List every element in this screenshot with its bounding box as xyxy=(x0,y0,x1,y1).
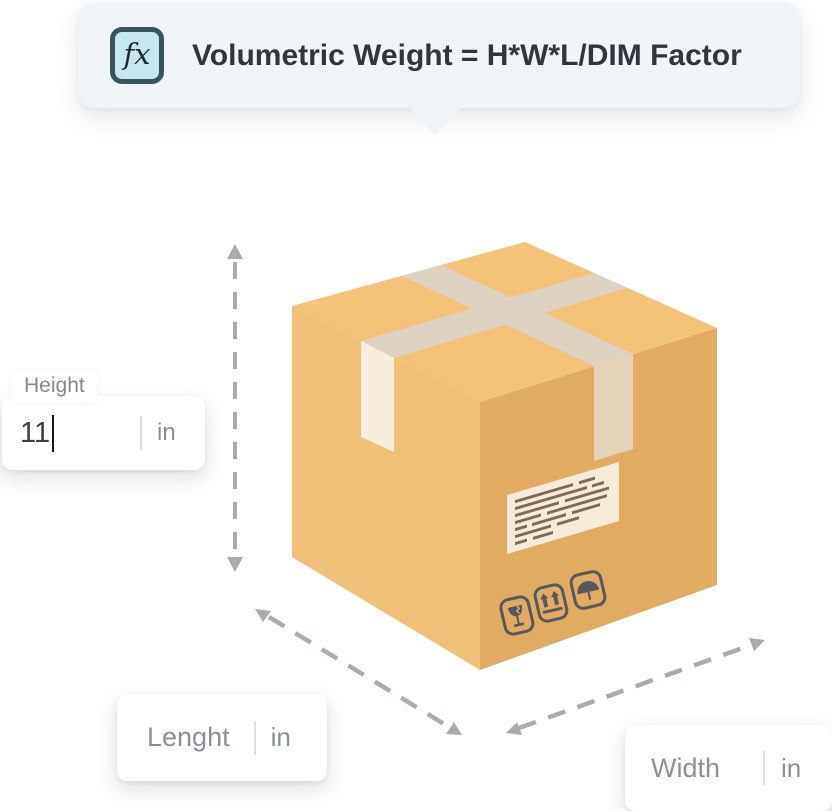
handling-icons xyxy=(499,570,607,636)
width-placeholder: Width xyxy=(651,752,721,783)
length-card-divider xyxy=(253,720,256,755)
length-unit: in xyxy=(270,722,291,752)
length-arrow xyxy=(255,609,462,735)
this-side-up-icon xyxy=(533,583,569,623)
height-card-divider xyxy=(140,416,142,450)
shipping-label-text-lines xyxy=(515,471,611,546)
fragile-glass-icon xyxy=(499,595,535,636)
tape-band-b xyxy=(361,273,627,358)
height-unit: in xyxy=(157,419,176,446)
tape-strip-right xyxy=(594,354,633,461)
keep-dry-umbrella-icon xyxy=(569,570,607,610)
height-arrow xyxy=(227,244,243,572)
height-input[interactable]: 11 xyxy=(20,396,55,470)
shipping-label xyxy=(507,462,619,554)
length-placeholder: Lenght xyxy=(147,722,230,752)
box-left-face xyxy=(292,306,480,670)
dimension-arrows xyxy=(227,244,765,735)
tape-strip-left xyxy=(361,341,394,452)
function-icon-label: fx xyxy=(123,36,151,71)
height-value: 11 xyxy=(20,416,51,449)
formula-tooltip: fx Volumetric Weight = H*W*L/DIM Factor xyxy=(78,3,800,136)
height-input-card[interactable]: Height 11 in xyxy=(2,372,205,470)
function-icon: fx xyxy=(110,27,164,84)
width-unit: in xyxy=(781,752,802,783)
width-card-divider xyxy=(763,751,766,785)
tooltip-pointer xyxy=(408,106,462,136)
width-input-card[interactable]: Width in xyxy=(625,725,832,811)
formula-text: Volumetric Weight = H*W*L/DIM Factor xyxy=(192,38,742,72)
width-arrow xyxy=(506,638,765,735)
length-input-card[interactable]: Lenght in xyxy=(117,694,327,781)
height-label: Height xyxy=(12,372,97,402)
cardboard-box xyxy=(292,242,717,670)
text-caret xyxy=(52,414,55,452)
